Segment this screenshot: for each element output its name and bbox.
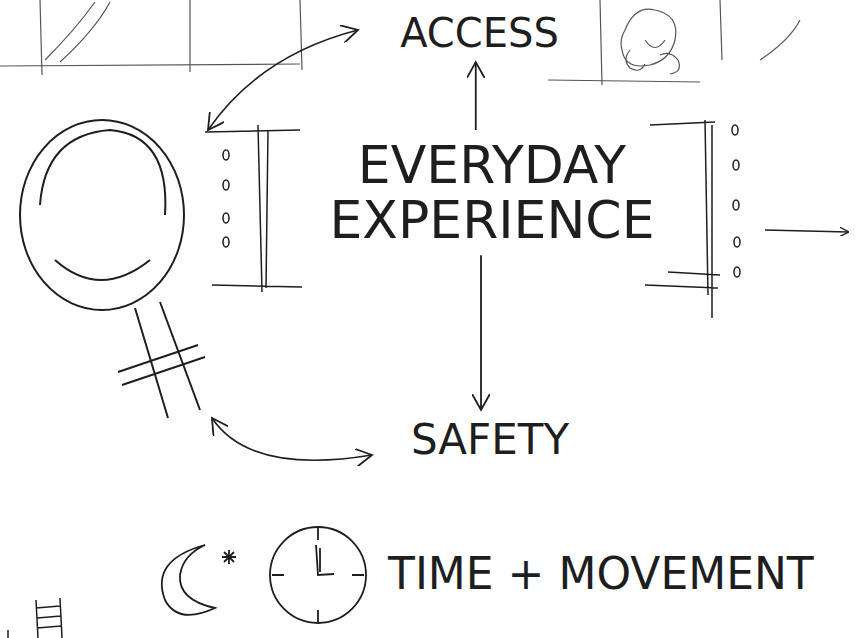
ladder-stroke [8, 598, 62, 638]
left-bracket [205, 125, 302, 292]
double-arrow [208, 30, 358, 130]
frame-line [0, 64, 300, 66]
brackets [205, 120, 848, 318]
frame-line [40, 0, 302, 75]
sketch-label: TIME + MOVEMENT [388, 552, 814, 596]
right-bracket [645, 120, 720, 318]
bracket-dot [734, 237, 740, 247]
sketch-stroke [45, 2, 110, 62]
female-symbol [20, 120, 205, 418]
bracket-dot [223, 237, 229, 247]
clock-ticks [272, 528, 364, 622]
time-symbols [162, 527, 366, 623]
connector-arrow [475, 62, 477, 130]
central-concept-node: EVERYDAY EXPERIENCE [282, 138, 702, 247]
node-text: EVERYDAY EXPERIENCE [282, 138, 702, 247]
bracket-dot [223, 213, 229, 223]
clock-hands [316, 545, 334, 575]
bracket-dot [733, 160, 739, 170]
node-text: SAFETY [380, 418, 600, 462]
outgoing-arrow [765, 230, 848, 232]
double-arrow [212, 418, 372, 460]
symbol-ring [55, 260, 150, 280]
node-text: ACCESS [372, 12, 587, 54]
star-symbol [222, 550, 236, 564]
symbol-stem [135, 302, 200, 418]
bracket-dot [732, 125, 738, 135]
symbol-ring [20, 120, 184, 310]
clock-face [270, 527, 366, 623]
symbol-ring [40, 130, 165, 215]
sketch-scribble [621, 9, 679, 74]
connector-arrow [480, 255, 482, 410]
concept-node: ACCESS [372, 12, 587, 54]
symbol-crossbar [118, 345, 205, 385]
thumbnail-frames [0, 0, 800, 85]
concept-node: SAFETY [380, 418, 600, 462]
bracket-dot [223, 180, 229, 190]
frame-line [548, 0, 800, 85]
bracket-dot [733, 200, 739, 210]
bracket-dot [734, 267, 740, 277]
bracket-dot [223, 150, 229, 160]
moon-symbol [162, 545, 215, 615]
ladder-symbol [8, 598, 62, 638]
